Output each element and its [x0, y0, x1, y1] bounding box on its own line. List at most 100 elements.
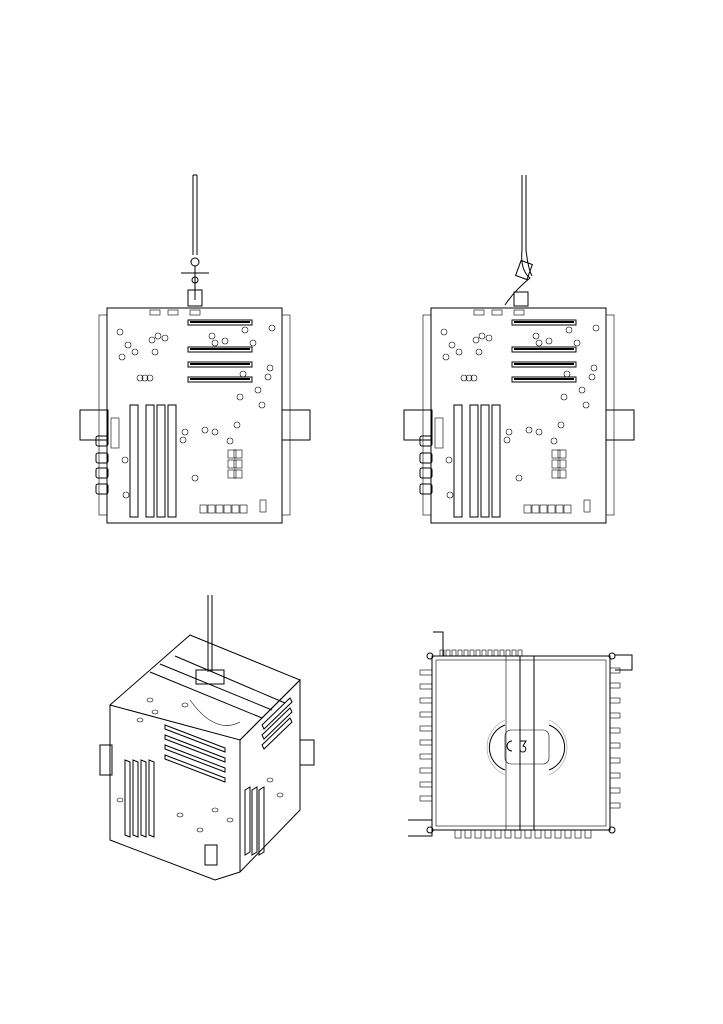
edge-connector	[439, 649, 445, 657]
dimm-slot	[132, 759, 139, 838]
power-connector	[434, 417, 444, 449]
component	[236, 393, 244, 401]
component	[505, 428, 513, 436]
power-component	[563, 504, 572, 514]
component	[121, 456, 129, 464]
power-component	[539, 504, 548, 514]
pcie-slot-contacts	[190, 378, 250, 380]
component	[515, 474, 523, 482]
connector	[299, 739, 315, 766]
isometric-view	[99, 595, 315, 881]
edge-connector	[419, 795, 433, 802]
pcie-slot	[187, 361, 253, 368]
edge-connector	[609, 682, 621, 689]
pcie-slot	[187, 319, 253, 326]
capacitor-array	[233, 459, 243, 469]
component	[122, 491, 130, 499]
component	[136, 717, 144, 723]
mounting-hole	[426, 652, 434, 660]
component	[557, 421, 565, 429]
header-pins	[583, 499, 591, 513]
component	[448, 341, 456, 349]
component	[148, 336, 156, 344]
component	[525, 426, 533, 434]
pcie-slot-contacts	[190, 363, 250, 365]
component	[258, 401, 266, 409]
capacitor-array	[551, 449, 561, 459]
component	[442, 353, 450, 361]
front-view-with-cable	[403, 307, 635, 524]
pcie-slot-contacts	[514, 321, 574, 323]
edge-connector	[419, 711, 433, 718]
component	[211, 807, 219, 813]
component	[588, 373, 596, 381]
component	[446, 491, 454, 499]
header	[513, 309, 525, 316]
power-component	[207, 504, 216, 514]
edge-connector	[419, 697, 433, 704]
pcie-slot-contacts	[514, 348, 574, 350]
capacitor-array	[551, 469, 561, 479]
component	[560, 393, 568, 401]
component	[276, 792, 284, 798]
capacitor-array	[557, 449, 567, 459]
side-slot	[261, 707, 293, 740]
component	[226, 817, 234, 823]
edge-connector	[609, 727, 621, 734]
dimm-slot	[491, 404, 501, 518]
connector	[204, 844, 218, 866]
side-bracket	[281, 409, 311, 441]
component	[532, 332, 540, 340]
power-component	[231, 504, 240, 514]
component	[249, 339, 257, 347]
pcie-slot	[187, 376, 253, 383]
component	[116, 797, 124, 803]
header	[491, 309, 503, 316]
edge-connector	[419, 739, 433, 746]
port-connector	[95, 467, 109, 479]
side-bracket	[605, 409, 635, 441]
edge-connector	[419, 725, 433, 732]
mounting-hole	[426, 826, 434, 834]
edge-connector	[517, 649, 523, 657]
component	[201, 426, 209, 434]
power-component	[215, 504, 224, 514]
pcie-slot	[511, 376, 577, 383]
component	[116, 328, 124, 336]
edge-connector	[469, 649, 475, 657]
dimm-slot	[140, 759, 147, 838]
edge-connector	[484, 829, 492, 839]
capacitor-array	[227, 459, 237, 469]
component	[535, 428, 543, 436]
right-io-strip	[281, 314, 291, 516]
component	[254, 386, 262, 394]
component	[124, 341, 132, 349]
edge-connector	[609, 697, 621, 704]
capacitor-array	[227, 469, 237, 479]
port-connector	[419, 435, 433, 447]
component	[563, 370, 571, 378]
screwdriver	[181, 174, 209, 307]
component	[151, 709, 159, 715]
component	[221, 337, 229, 345]
pcie-slot-contacts	[190, 348, 250, 350]
edge-connector	[451, 649, 457, 657]
capacitor-array	[557, 459, 567, 469]
edge-connector	[511, 649, 517, 657]
component	[573, 339, 581, 347]
dimm-slot	[145, 404, 155, 518]
dimm-slot	[156, 404, 166, 518]
power-component	[555, 504, 564, 514]
edge-connector	[505, 649, 511, 657]
component	[445, 456, 453, 464]
edge-connector	[514, 829, 522, 839]
connector	[99, 744, 113, 776]
pcie-slot	[164, 724, 226, 753]
component	[535, 339, 543, 347]
component	[472, 336, 480, 344]
component	[181, 428, 189, 436]
component	[268, 324, 276, 332]
edge-connector	[534, 829, 542, 839]
component	[154, 332, 162, 340]
component	[176, 812, 184, 818]
